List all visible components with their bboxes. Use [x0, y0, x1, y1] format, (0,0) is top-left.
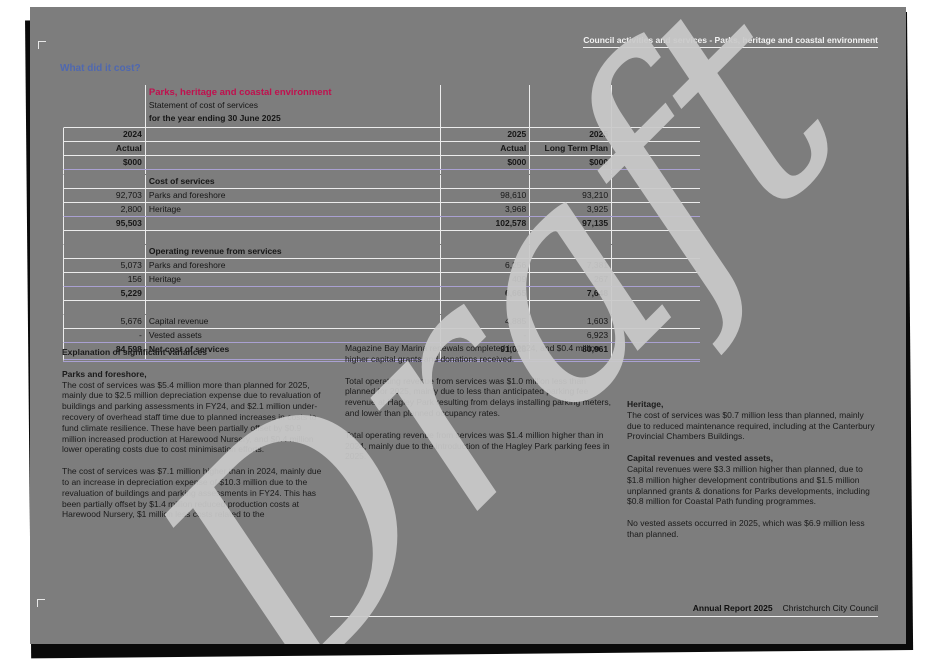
table-header-labels: Actual Actual Long Term Plan: [63, 142, 700, 156]
cell-2025-ltp: 6,923: [530, 329, 613, 342]
col-2025-actual-year: 2025: [441, 128, 531, 141]
total-2025-ltp: 7,648: [530, 287, 613, 300]
table-row: 156 Heritage 409 267: [63, 273, 700, 287]
net-2024: 84,598: [64, 343, 146, 359]
cell-label: Heritage: [146, 273, 442, 286]
parks-paragraph-2: The cost of services was $7.1 million hi…: [62, 466, 322, 520]
col-2024-label: Actual: [64, 142, 146, 155]
cell-2024: -: [64, 329, 146, 342]
col-2025-ltp-year: 2025: [530, 128, 613, 141]
total-2025-ltp: 97,135: [530, 217, 613, 230]
cell-2025-actual: 3,968: [441, 203, 531, 216]
section-heading-row: Cost of services: [63, 175, 700, 189]
marina-paragraph: Magazine Bay Marina renewals completed i…: [345, 343, 600, 364]
table-header-years: 2024 2025 2025: [63, 128, 700, 142]
cell-2024: 5,676: [64, 315, 146, 328]
cell-2024: 156: [64, 273, 146, 286]
vested-assets-paragraph: No vested assets occurred in 2025, which…: [627, 518, 865, 539]
table-row: 5,073 Parks and foreshore 6,256 7,381: [63, 259, 700, 273]
col-2025-actual-label: Actual: [441, 142, 531, 155]
variances-heading: Explanation of significant variances: [62, 347, 208, 357]
cell-2025-ltp: 3,925: [530, 203, 613, 216]
heritage-paragraph: The cost of services was $0.7 million le…: [627, 409, 875, 442]
capital-subheading: Capital revenues and vested assets,: [627, 453, 773, 464]
table-row: 5,676 Capital revenue 4,885 1,603: [63, 315, 700, 329]
total-2025-actual: 102,578: [441, 217, 531, 230]
variance-column-left: Explanation of significant variances Par…: [62, 347, 324, 531]
variance-column-middle: Magazine Bay Marina renewals completed i…: [345, 343, 613, 473]
footer-report-title: Annual Report 2025: [692, 603, 773, 613]
col-2024-unit: $000: [64, 156, 146, 169]
total-2024: 5,229: [64, 287, 146, 300]
footer-org-name: Christchurch City Council: [782, 603, 878, 613]
cell-2025-ltp: 93,210: [530, 189, 613, 202]
page-header-breadcrumb: Council activities and services - Parks,…: [583, 35, 878, 48]
heritage-subheading: Heritage,: [627, 399, 664, 409]
cell-2025-ltp: 7,381: [530, 259, 613, 272]
cell-label: Vested assets: [146, 329, 442, 342]
total-2024: 95,503: [64, 217, 146, 230]
revenue-section-heading: Operating revenue from services: [146, 245, 442, 258]
revenue-variance-paragraph-1: Total operating revenue from services wa…: [345, 375, 611, 418]
cell-2025-ltp: 267: [530, 273, 613, 286]
page-footer: Annual Report 2025 Christchurch City Coun…: [330, 603, 878, 617]
cell-2024: 5,073: [64, 259, 146, 272]
cost-section-heading: Cost of services: [146, 175, 442, 188]
table-title: Parks, heritage and coastal environment: [148, 87, 332, 98]
net-2025-actual: 91,028: [441, 343, 531, 359]
cell-2025-actual: 4,885: [441, 315, 531, 328]
section-heading-row: Operating revenue from services: [63, 245, 700, 259]
report-page: Council activities and services - Parks,…: [30, 7, 906, 644]
cell-label: Heritage: [146, 203, 442, 216]
net-2025-ltp: 80,961: [530, 343, 613, 359]
cell-2025-actual: 98,610: [441, 189, 531, 202]
table-title-block: Parks, heritage and coastal environment …: [63, 85, 700, 128]
parks-paragraph-1: The cost of services was $5.4 million mo…: [62, 379, 321, 455]
revenue-total-row: 5,229 6,665 7,648: [63, 287, 700, 301]
cell-2024: 2,800: [64, 203, 146, 216]
table-row: 2,800 Heritage 3,968 3,925: [63, 203, 700, 217]
cell-2025-actual: -: [441, 329, 531, 342]
parks-subheading: Parks and foreshore,: [62, 368, 147, 379]
cell-2025-ltp: 1,603: [530, 315, 613, 328]
total-2025-actual: 6,665: [441, 287, 531, 300]
cost-of-services-table: Parks, heritage and coastal environment …: [63, 85, 700, 362]
col-2025-ltp-label: Long Term Plan: [530, 142, 613, 155]
capital-paragraph: Capital revenues were $3.3 million highe…: [627, 463, 870, 507]
table-row: - Vested assets - 6,923: [63, 329, 700, 343]
table-period: for the year ending 30 June 2025: [148, 113, 281, 123]
cell-2025-actual: 6,256: [441, 259, 531, 272]
table-gap: [63, 301, 700, 315]
table-spacer: [63, 170, 700, 175]
table-subtitle: Statement of cost of services: [148, 100, 259, 110]
crop-mark-bottom-left: [37, 599, 45, 607]
net-cost-row: 84,598 Net cost of services 91,028 80,96…: [63, 343, 700, 362]
section-title: What did it cost?: [60, 63, 141, 74]
cost-total-row: 95,503 102,578 97,135: [63, 217, 700, 231]
table-row: 92,703 Parks and foreshore 98,610 93,210: [63, 189, 700, 203]
cell-2024: 92,703: [64, 189, 146, 202]
cell-label: Parks and foreshore: [146, 259, 442, 272]
net-label: Net cost of services: [146, 343, 442, 359]
variance-column-right: Heritage, The cost of services was $0.7 …: [627, 399, 879, 551]
cell-label: Parks and foreshore: [146, 189, 442, 202]
cell-label: Capital revenue: [146, 315, 442, 328]
col-2025-actual-unit: $000: [441, 156, 531, 169]
col-2025-ltp-unit: $000: [530, 156, 613, 169]
crop-mark-top-left: [38, 41, 46, 49]
cell-2025-actual: 409: [441, 273, 531, 286]
table-header-units: $000 $000 $000: [63, 156, 700, 170]
table-gap: [63, 231, 700, 245]
revenue-variance-paragraph-2: Total operating revenue from services wa…: [345, 429, 610, 462]
col-2024-year: 2024: [64, 128, 146, 141]
